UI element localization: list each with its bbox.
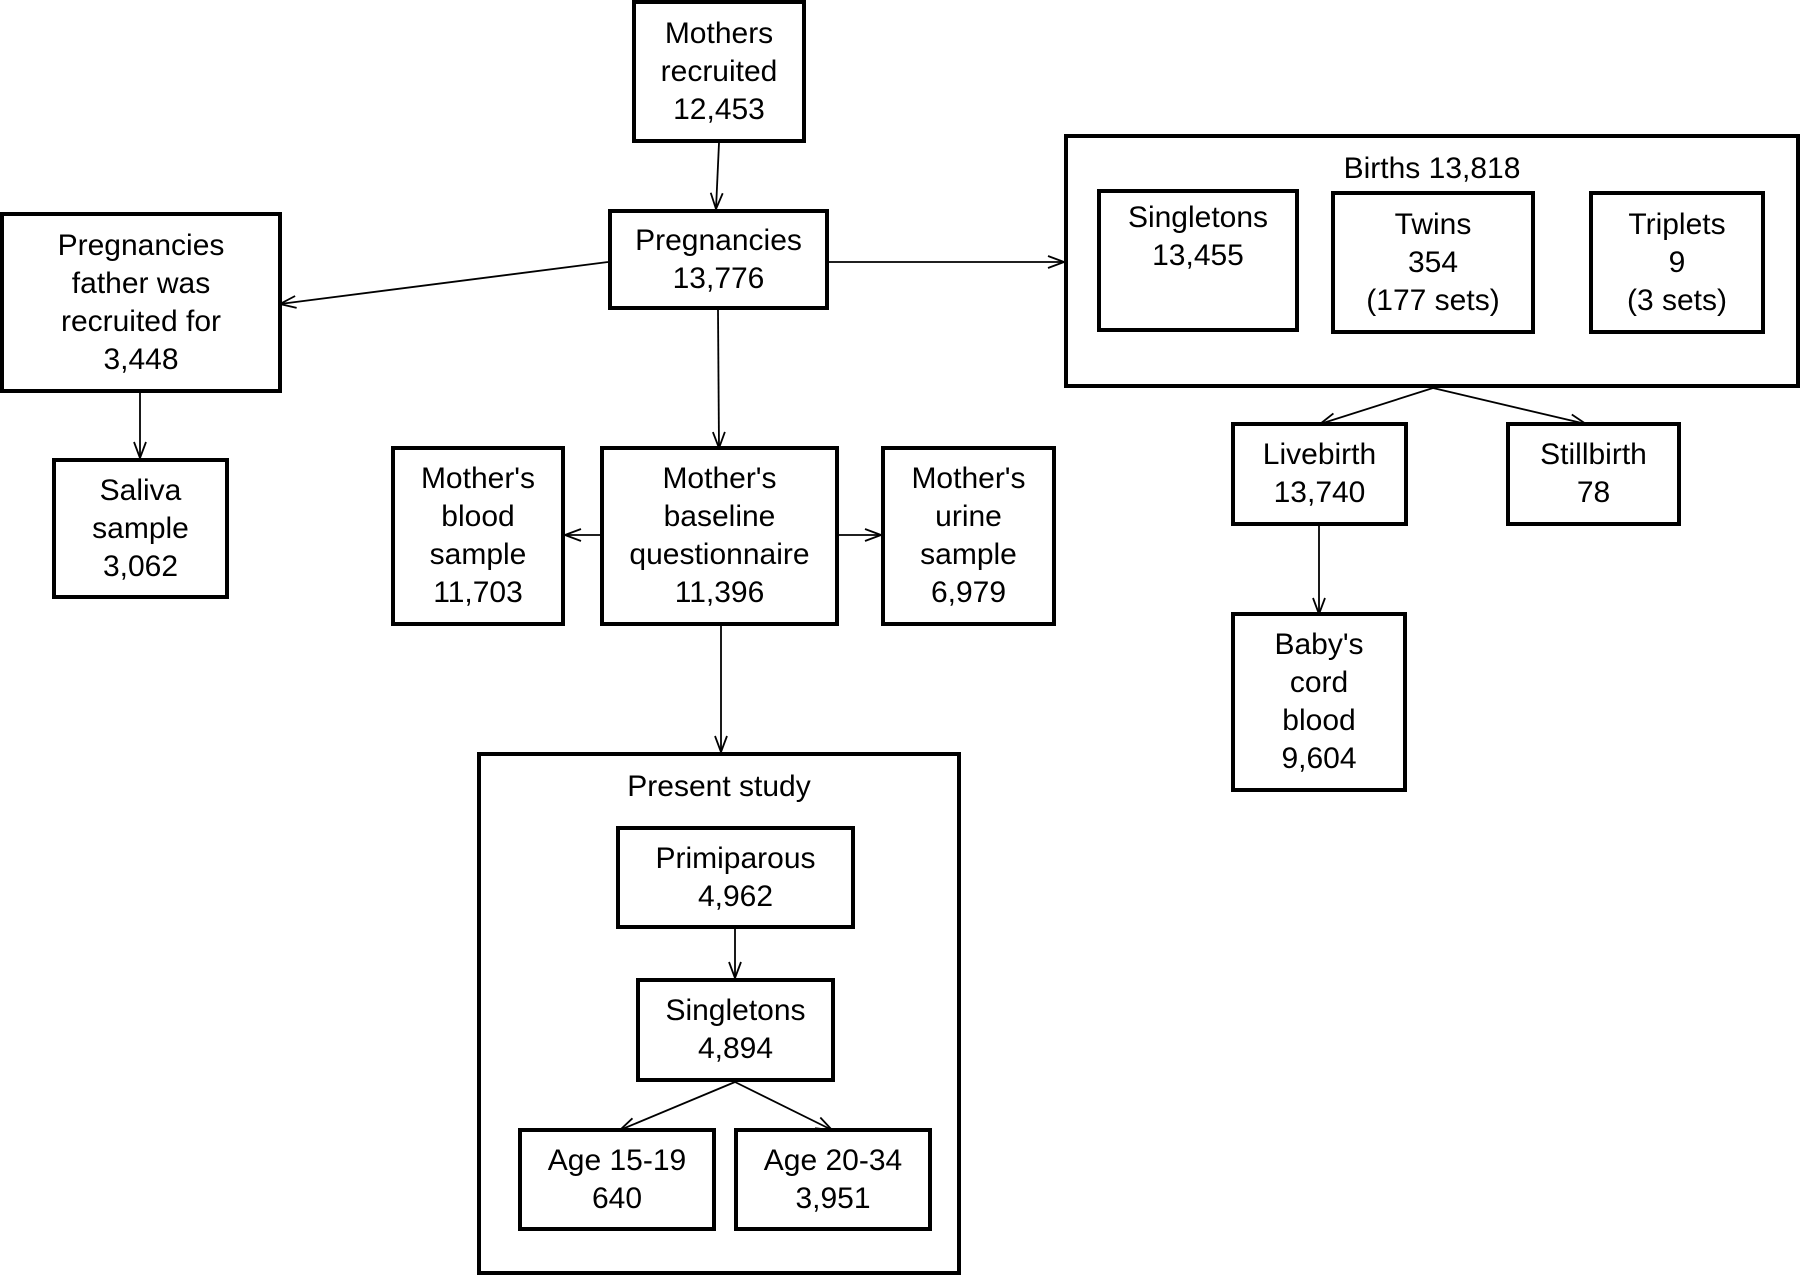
box-label-line: 13,455 <box>1152 239 1244 272</box>
arrow-singletons-to-age-20-34 <box>734 1081 832 1130</box>
singletons-births-box: Singletons 13,455 <box>1097 189 1299 332</box>
box-label-line: 3,062 <box>102 549 179 583</box>
box-label-line: 12,453 <box>673 92 765 126</box>
arrow-singletons-to-age-15-19 <box>620 1081 736 1130</box>
primiparous-box: Primiparous 4,962 <box>616 826 855 929</box>
box-label-line: 13,740 <box>1273 476 1366 509</box>
box-label-line: Mother's <box>662 462 777 495</box>
triplets-box: Triplets 9 (3 sets) <box>1589 191 1765 334</box>
box-label-line: 3,951 <box>795 1181 871 1215</box>
arrow-recruited-to-pregnancies <box>716 142 719 209</box>
box-label-line: Baby's <box>1274 628 1364 661</box>
arrow-births-to-stillbirth <box>1432 387 1586 424</box>
livebirth-box: Livebirth 13,740 <box>1231 422 1408 526</box>
box-label-line: Pregnancies <box>635 223 802 257</box>
box-label-line: 4,962 <box>697 879 774 913</box>
present-study-group: Present study <box>477 752 961 1275</box>
box-label-line: urine <box>935 500 1002 533</box>
box-label-line: questionnaire <box>629 538 810 571</box>
arrow-births-to-livebirth <box>1320 387 1434 424</box>
mothers-baseline-questionnaire-box: Mother's baseline questionnaire 11,396 <box>600 446 839 626</box>
pregnancies-box: Pregnancies 13,776 <box>608 209 829 310</box>
arrow-pregnancies-to-father <box>280 261 609 304</box>
box-label-line: Mother's <box>420 462 536 495</box>
box-label-line: Mother's <box>911 462 1026 495</box>
box-label-line: 9,604 <box>1281 742 1357 775</box>
box-label-line: Age 15-19 <box>547 1143 687 1177</box>
box-label-line: sample <box>92 511 189 545</box>
box-label-line: Singletons <box>665 994 806 1027</box>
box-label-line: Singletons <box>1127 201 1269 234</box>
box-label-line: Stillbirth <box>1540 438 1647 471</box>
births-group: Births 13,818 <box>1064 134 1800 388</box>
box-label-line: Primiparous <box>655 841 816 875</box>
arrow-pregnancies-to-baseline <box>718 309 719 448</box>
box-label-line: Livebirth <box>1262 438 1377 471</box>
box-label-line: sample <box>429 538 527 571</box>
box-label-line: recruited for <box>60 304 222 338</box>
twins-box: Twins 354 (177 sets) <box>1331 191 1535 334</box>
box-label-line: Age 20-34 <box>763 1143 903 1177</box>
box-label-line: 11,703 <box>433 576 523 609</box>
box-label-line: Saliva <box>99 473 182 507</box>
box-label-line: Triplets <box>1628 207 1726 241</box>
box-label-line: (177 sets) <box>1366 283 1500 317</box>
box-label-line: sample <box>920 538 1017 571</box>
box-label-line: 13,776 <box>672 261 765 295</box>
box-label-line: 6,979 <box>930 576 1007 609</box>
box-label-line: baseline <box>663 500 776 533</box>
box-label-line: Twins <box>1394 207 1472 241</box>
mothers-urine-sample-box: Mother's urine sample 6,979 <box>881 446 1056 626</box>
age-20-34-box: Age 20-34 3,951 <box>734 1128 932 1231</box>
mothers-blood-sample-box: Mother's blood sample 11,703 <box>391 446 565 626</box>
box-label-line: cord <box>1289 666 1349 699</box>
saliva-sample-box: Saliva sample 3,062 <box>52 458 229 599</box>
present-study-title: Present study <box>627 770 811 803</box>
age-15-19-box: Age 15-19 640 <box>518 1128 716 1231</box>
box-label-line: 78 <box>1576 476 1611 509</box>
box-label-line: 11,396 <box>674 576 765 609</box>
box-label-line: (3 sets) <box>1626 283 1728 317</box>
box-label-line: blood <box>441 500 515 533</box>
box-label-line: recruited <box>660 54 778 88</box>
box-label-line: Mothers <box>664 16 774 50</box>
box-label-line: 354 <box>1407 245 1459 279</box>
cord-blood-box: Baby's cord blood 9,604 <box>1231 612 1407 792</box>
box-label-line: 9 <box>1668 245 1686 279</box>
births-group-title: Births 13,818 <box>1343 152 1521 185</box>
pregnancies-father-box: Pregnancies father was recruited for 3,448 <box>0 212 282 393</box>
mothers-recruited-box: Mothers recruited 12,453 <box>632 0 806 143</box>
box-label-line: father was <box>71 266 211 300</box>
box-label-line: Pregnancies <box>57 228 225 262</box>
box-label-line: 640 <box>591 1181 643 1215</box>
singletons-study-box: Singletons 4,894 <box>636 978 835 1082</box>
box-label-line: blood <box>1282 704 1356 737</box>
stillbirth-box: Stillbirth 78 <box>1506 422 1681 526</box>
box-label-line: 4,894 <box>697 1032 774 1065</box>
box-label-line: 3,448 <box>103 342 179 376</box>
